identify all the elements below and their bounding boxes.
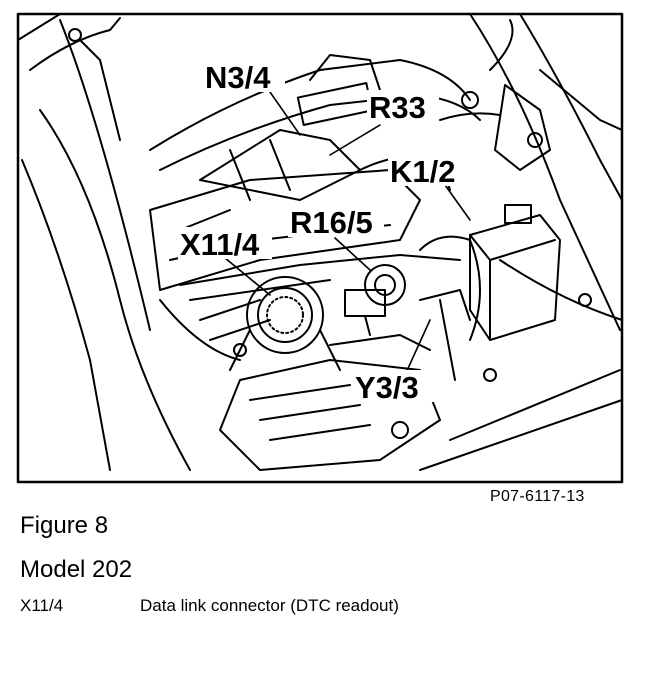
legend-description: Data link connector (DTC readout)	[140, 596, 399, 615]
figure-reference-number: P07-6117-13	[490, 488, 585, 505]
leader-lines	[224, 91, 471, 376]
callout-k1-2: K1/2	[390, 154, 455, 189]
callout-x11-4: X11/4	[180, 227, 260, 262]
right-body-outline	[419, 13, 623, 471]
callout-r33: R33	[369, 90, 426, 125]
component-k1-2	[419, 204, 561, 341]
component-r16-5	[344, 264, 406, 336]
callout-n3-4: N3/4	[205, 60, 271, 95]
model-label: Model 202	[20, 556, 133, 583]
leader-y3-3	[404, 319, 431, 376]
leader-r16-5	[334, 237, 371, 271]
data-link-connector-x11-4	[229, 276, 341, 371]
leader-x11-4	[224, 257, 271, 296]
illustration-frame	[16, 12, 624, 484]
figure-title: Figure 8	[20, 512, 109, 539]
fender-outline	[17, 13, 191, 471]
leader-k1-2	[444, 184, 471, 221]
leader-n3-4	[269, 91, 301, 136]
leader-r33	[329, 124, 381, 156]
component-y3-3	[219, 289, 592, 471]
callout-labels: N3/4 R33 K1/2 R16/5 X11/4 Y3/3	[178, 60, 466, 405]
callout-r16-5: R16/5	[290, 205, 373, 240]
legend-code: X11/4	[20, 596, 64, 615]
callout-y3-3: Y3/3	[355, 370, 419, 405]
